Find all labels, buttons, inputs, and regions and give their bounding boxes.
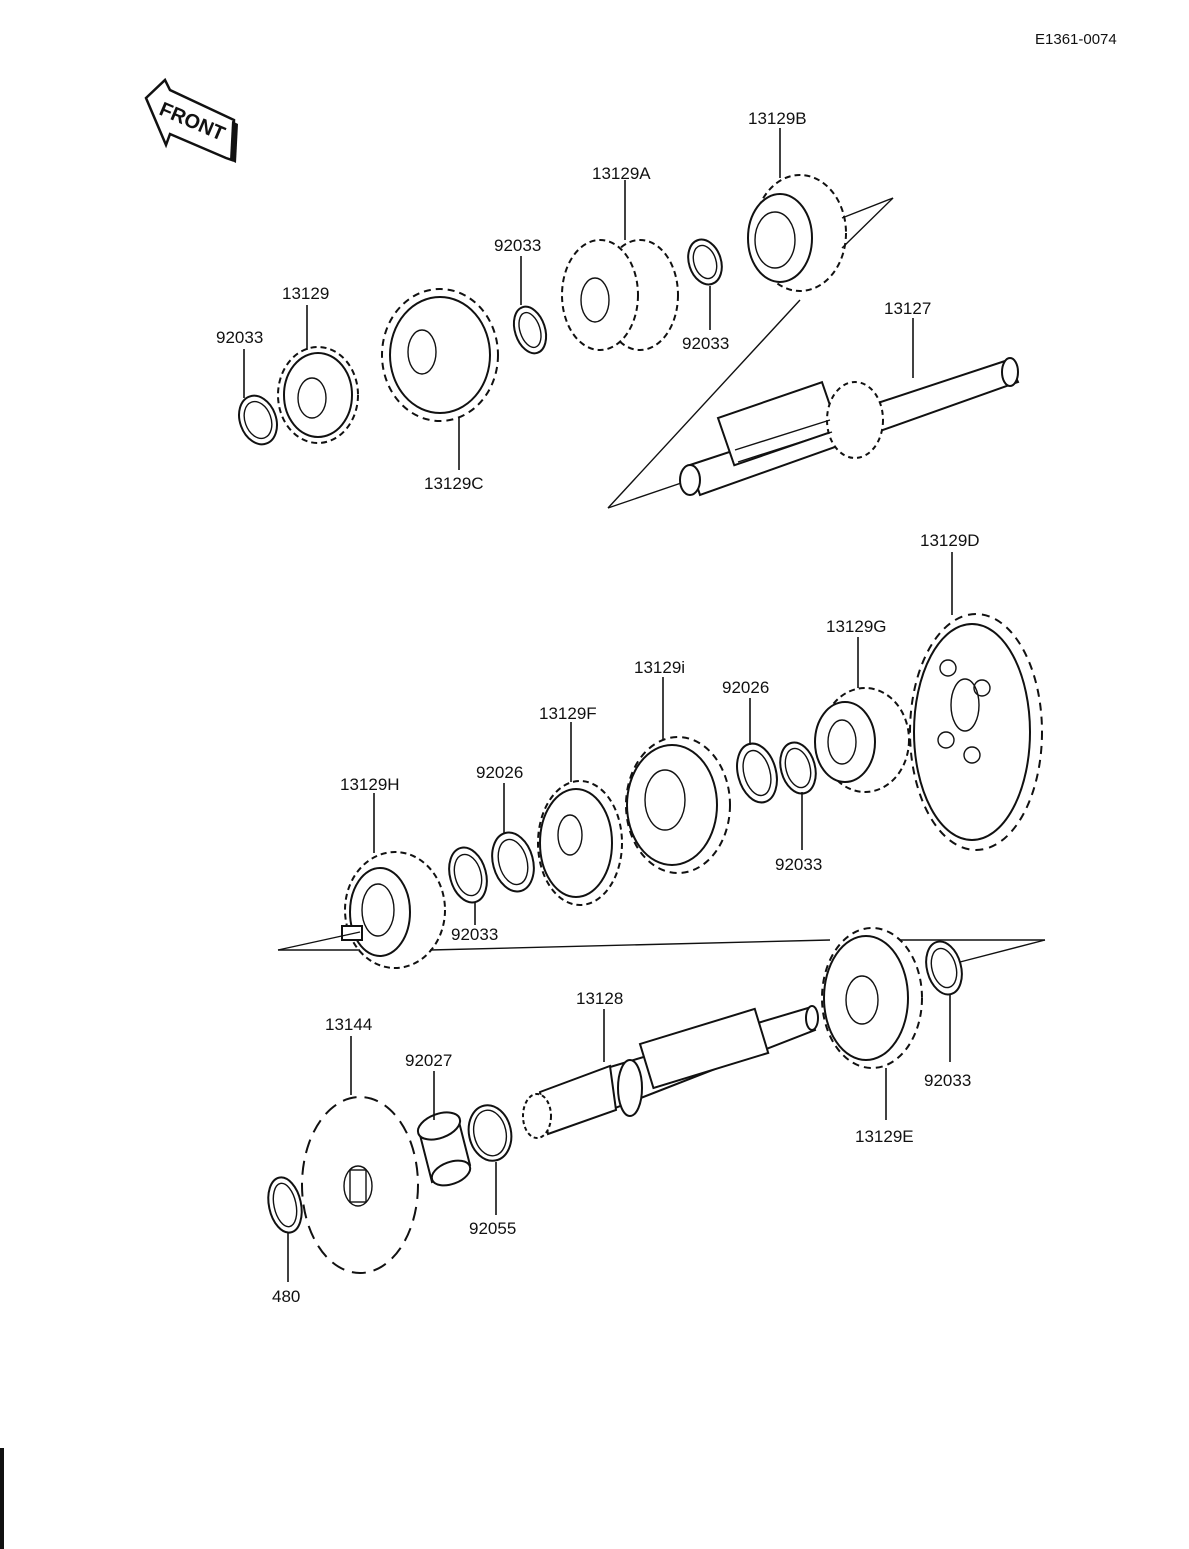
gear-13129i <box>625 736 731 874</box>
gear-13129A <box>561 239 679 351</box>
label-92027: 92027 <box>405 1051 452 1070</box>
gear-13129G <box>814 687 910 793</box>
sprocket-13144 <box>301 1096 419 1274</box>
gear-13129 <box>277 346 359 444</box>
label-92033-d: 92033 <box>775 855 822 874</box>
shaft-13127 <box>679 357 1020 497</box>
label-92055: 92055 <box>469 1219 516 1238</box>
label-13129i: 13129i <box>634 658 685 677</box>
gear-13129E <box>821 927 923 1069</box>
gear-13129D <box>909 613 1043 851</box>
circlip-92033-lowright <box>925 940 963 996</box>
washer-92026 <box>736 742 778 804</box>
label-92026-b: 92026 <box>476 763 523 782</box>
label-92033-f: 92033 <box>924 1071 971 1090</box>
circlip-92033-midright <box>779 741 817 795</box>
circlip-480 <box>267 1176 303 1234</box>
label-13129D: 13129D <box>920 531 980 550</box>
label-13128: 13128 <box>576 989 623 1008</box>
collar-92027 <box>416 1111 472 1187</box>
gear-13129C <box>381 288 499 422</box>
washer-92026-left <box>491 831 535 893</box>
circlip-92033 <box>238 394 278 446</box>
label-13129E: 13129E <box>855 1127 914 1146</box>
ring-92055 <box>467 1104 513 1162</box>
gear-13129F <box>537 780 623 906</box>
label-92033-b: 92033 <box>494 236 541 255</box>
shaft-13128 <box>522 1005 819 1139</box>
label-13127: 13127 <box>884 299 931 318</box>
label-480: 480 <box>272 1287 300 1306</box>
label-13129A: 13129A <box>592 164 651 183</box>
diagram-code: E1361-0074 <box>1035 31 1117 48</box>
scan-edge-mark <box>0 1448 4 1549</box>
label-13129H: 13129H <box>340 775 400 794</box>
circlip-92033-mid <box>512 305 548 355</box>
front-arrow-icon: FRONT <box>144 77 238 163</box>
label-92033-c: 92033 <box>682 334 729 353</box>
label-13129C: 13129C <box>424 474 484 493</box>
label-13144: 13144 <box>325 1015 372 1034</box>
label-13129G: 13129G <box>826 617 887 636</box>
label-92033-e: 92033 <box>451 925 498 944</box>
label-13129B: 13129B <box>748 109 807 128</box>
label-13129: 13129 <box>282 284 329 303</box>
label-92033-a: 92033 <box>216 328 263 347</box>
circlip-92033-right <box>687 238 723 286</box>
circlip-92033-leftmid <box>448 846 488 904</box>
label-13129F: 13129F <box>539 704 597 723</box>
gear-13129B <box>747 174 847 292</box>
gear-13129H <box>341 851 446 969</box>
label-92026-a: 92026 <box>722 678 769 697</box>
